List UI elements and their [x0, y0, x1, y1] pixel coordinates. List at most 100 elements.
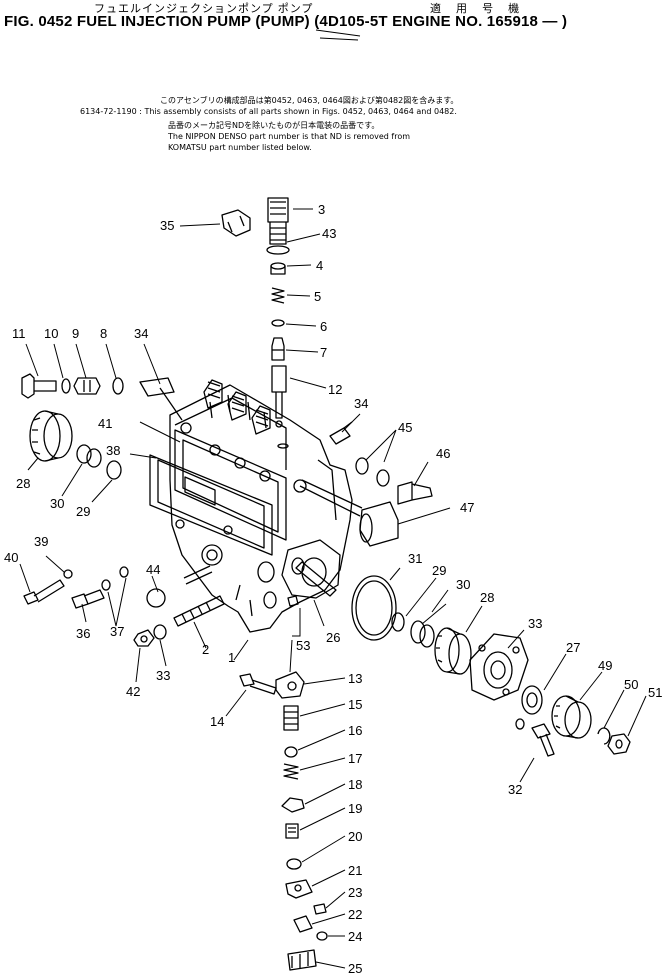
callout-47: 45 — [398, 420, 412, 435]
part-17-spring — [283, 763, 299, 780]
part-39-washer-a — [101, 579, 111, 591]
callout-30-left: 30 — [50, 496, 64, 511]
part-41-washer — [63, 569, 73, 579]
part-2-stud — [173, 595, 225, 627]
figure-header: フュエルインジェクションポンプ ポンプ 適 用 号 機 FIG. 0452 FU… — [0, 0, 668, 46]
callout-28-left: 28 — [16, 476, 30, 491]
callout-37: 35 — [160, 218, 174, 233]
part-7-valve-seat — [271, 337, 285, 361]
part-47-washer-a — [355, 457, 369, 475]
callout-52: 51 — [648, 685, 662, 700]
part-38-bolt — [71, 589, 105, 609]
part-26-shaft — [291, 557, 337, 597]
callout-42: 40 — [4, 550, 18, 565]
callout-17: 17 — [348, 751, 362, 766]
part-47-washer-b — [376, 469, 390, 487]
note-line-5: KOMATSU part number listed below. — [168, 143, 312, 152]
part-30-washer-right — [410, 620, 435, 648]
callout-21: 21 — [348, 863, 362, 878]
part-12-plunger — [271, 365, 289, 449]
callout-22: 22 — [348, 907, 362, 922]
part-35-lever — [139, 377, 183, 421]
part-6-washer — [271, 319, 285, 327]
callout-3: 3 — [318, 202, 325, 217]
small-washer — [515, 718, 525, 730]
part-52-nut — [607, 733, 631, 755]
part-29-washer-left — [106, 460, 122, 480]
part-48-bolt — [397, 481, 433, 505]
callout-32: 32 — [508, 782, 522, 797]
japanese-applicability: 適 用 号 機 — [430, 3, 526, 15]
callout-31: 31 — [408, 551, 422, 566]
callout-44: 42 — [126, 684, 140, 699]
part-44-nut — [133, 629, 155, 647]
part-23-pin — [313, 903, 327, 915]
callout-6: 6 — [320, 319, 327, 334]
part-37-bracket — [221, 209, 251, 237]
callout-33: 33 — [156, 668, 170, 683]
part-22-spacer — [293, 915, 313, 933]
part-15-nozzle — [283, 705, 299, 731]
part-53-key — [287, 595, 299, 607]
part-29-washer-right — [391, 612, 405, 632]
callout-43: 41 — [98, 416, 112, 431]
callout-51: 50 — [624, 677, 638, 692]
callout-29-right: 29 — [432, 563, 446, 578]
part-45-oring — [266, 245, 290, 255]
part-13-clamp — [275, 671, 305, 699]
callout-28-right: 28 — [480, 590, 494, 605]
callout-4: 4 — [316, 258, 323, 273]
part-34-flange — [469, 633, 529, 701]
part-16-washer — [284, 746, 298, 758]
part-31-oring — [351, 575, 397, 641]
callout-8: 8 — [100, 326, 107, 341]
title-mark — [315, 29, 361, 41]
part-4-valve — [270, 262, 286, 275]
part-19-plug — [285, 823, 299, 839]
callout-20: 20 — [348, 829, 362, 844]
part-3-fitting — [267, 197, 289, 245]
part-24-washer — [316, 931, 328, 941]
part-8-washer — [112, 377, 124, 395]
part-50-gear — [551, 695, 592, 739]
callout-7: 7 — [320, 345, 327, 360]
part-11-bolt — [21, 373, 57, 399]
callout-30-right: 30 — [456, 577, 470, 592]
part-21-nut — [285, 879, 313, 899]
note-line-4: The NIPPON DENSO part number is that ND … — [168, 132, 411, 141]
part-33-washer — [153, 624, 167, 640]
callout-29-left: 29 — [76, 504, 90, 519]
callout-23: 23 — [348, 885, 362, 900]
part-5-spring — [271, 287, 285, 304]
part-28-gear-right — [434, 627, 472, 675]
part-18-seat — [281, 797, 305, 813]
callout-53: 53 — [296, 638, 310, 653]
japanese-title: フュエルインジェクションポンプ ポンプ — [94, 3, 314, 15]
callout-24: 24 — [348, 929, 362, 944]
callout-25: 25 — [348, 961, 362, 976]
note-line-3: 品番のメーカ記号NDを除いたものが日本電装の品番です。 — [168, 121, 380, 130]
callout-18: 18 — [348, 777, 362, 792]
callout-14: 14 — [210, 714, 224, 729]
callout-19: 19 — [348, 801, 362, 816]
leader-lines — [19, 208, 647, 969]
callout-35: 34 — [134, 326, 148, 341]
callout-49: 47 — [460, 500, 474, 515]
callout-9: 9 — [72, 326, 79, 341]
callout-16: 16 — [348, 723, 362, 738]
callout-40: 38 — [106, 443, 120, 458]
fuel-pipe — [299, 479, 363, 517]
callout-34: 33 — [528, 616, 542, 631]
callout-26: 26 — [326, 630, 340, 645]
callout-5: 5 — [314, 289, 321, 304]
callout-11: 11 — [12, 326, 26, 341]
part-28-gear-left — [29, 410, 73, 462]
callout-48: 46 — [436, 446, 450, 461]
part-43-cover — [174, 429, 287, 541]
part-39-washer-b — [119, 566, 129, 578]
part-20-washer — [286, 858, 302, 870]
assembly-notes: このアセンブリの構成部品は第0452, 0463, 0464図および第0482図… — [80, 96, 580, 158]
part-9-screw — [73, 377, 101, 395]
callout-12: 12 — [328, 382, 342, 397]
